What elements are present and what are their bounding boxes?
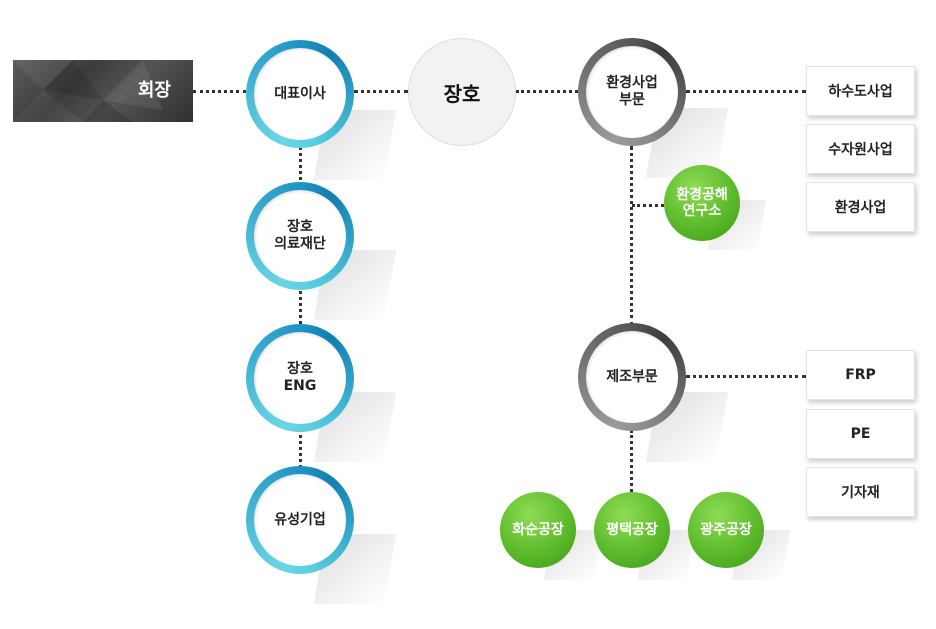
eng-label: 장호 ENG [254,332,346,424]
factory-pyeongtaek-node: 평택공장 [594,492,670,568]
factory-pyeongtaek-label: 평택공장 [606,522,658,538]
chairman-label: 회장 [137,80,171,101]
env-unit-sewage: 하수도사업 [806,66,915,116]
mfg-division-node: 제조부문 [578,323,686,431]
factory-gwangju-node: 광주공장 [688,492,764,568]
line-mfg-units [686,375,806,378]
line-env-institute [632,204,664,207]
env-unit-environment: 환경사업 [806,182,915,232]
foundation-label: 장호 의료재단 [254,190,346,282]
line-chairman-ceo [193,90,246,93]
env-division-node: 환경사업 부문 [578,38,686,146]
env-unit-sewage-label: 하수도사업 [828,84,893,100]
line-env-mfg [630,146,633,326]
mfg-division-label: 제조부문 [586,331,678,423]
factory-gwangju-label: 광주공장 [700,522,752,538]
mfg-unit-frp: FRP [806,350,915,400]
factory-hwasun-node: 화순공장 [500,492,576,568]
research-institute-label: 환경공해 연구소 [676,187,728,219]
line-ceo-column [299,146,302,476]
mfg-unit-equipment-label: 기자재 [841,485,880,501]
yusung-node: 유성기업 [246,466,354,574]
mfg-unit-pe-label: PE [850,426,871,442]
factory-hwasun-label: 화순공장 [512,522,564,538]
mfg-unit-equipment: 기자재 [806,467,915,517]
chairman-box: 회장 [13,60,193,122]
yusung-label: 유성기업 [254,474,346,566]
company-label: 장호 [443,81,481,106]
line-ceo-company [354,90,408,93]
company-node: 장호 [408,38,516,146]
env-unit-water-label: 수자원사업 [828,142,893,158]
line-company-env [516,90,578,93]
chairman-pattern [13,60,163,122]
env-unit-environment-label: 환경사업 [834,200,887,216]
line-mfg-factories [630,430,633,492]
env-unit-water: 수자원사업 [806,124,915,174]
mfg-unit-pe: PE [806,409,915,459]
ceo-node: 대표이사 [246,40,354,148]
mfg-unit-frp-label: FRP [845,367,876,383]
research-institute-node: 환경공해 연구소 [664,165,740,241]
env-division-label: 환경사업 부문 [586,46,678,138]
ceo-label: 대표이사 [254,48,346,140]
line-env-units [686,90,806,93]
foundation-node: 장호 의료재단 [246,182,354,290]
eng-node: 장호 ENG [246,324,354,432]
